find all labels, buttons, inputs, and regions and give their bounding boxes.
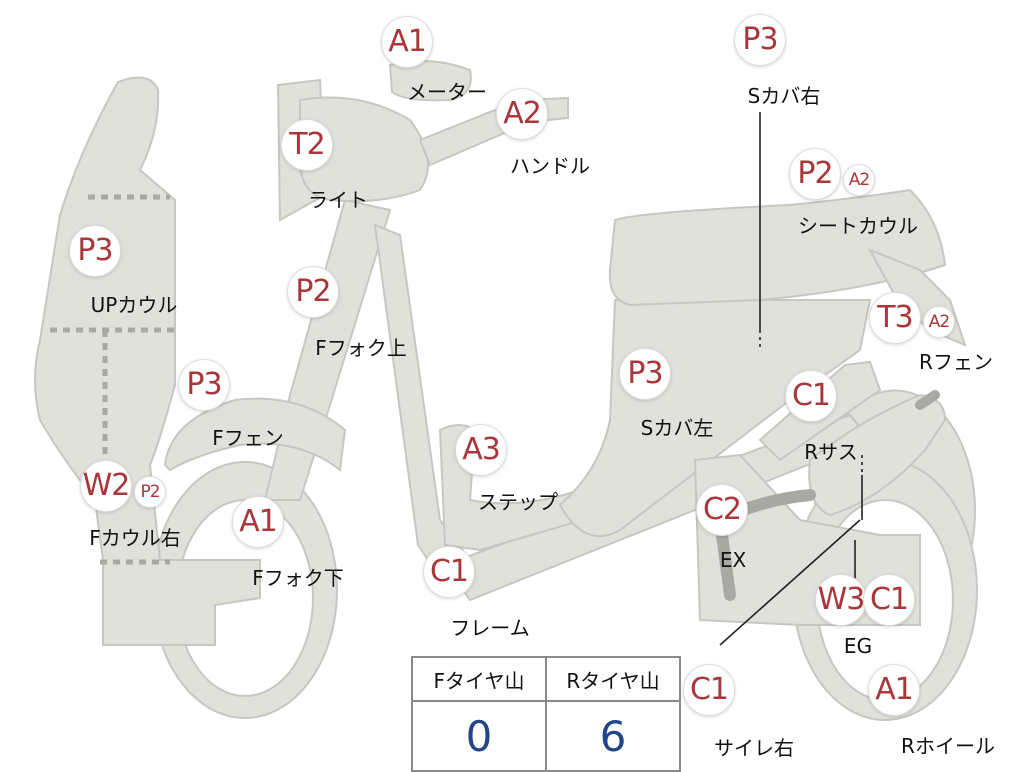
grade-badge-muffler-right: C1 [684,665,734,715]
part-label-r-suspension: Rサス [804,440,858,464]
part-label-light: ライト [308,188,368,212]
front-fender-shape [163,397,347,472]
part-label-s-cover-right: Sカバ右 [747,84,821,108]
part-label-f-fender: Fフェン [212,426,284,450]
grade-badge-s-cover-right: P3 [735,15,785,65]
grade-badge-engine: W3 [816,575,866,625]
grade-badge-meter: A1 [382,17,432,67]
part-label-r-wheel: Rホイール [901,734,995,758]
part-label-f-fork-lower: Fフォク下 [252,566,344,590]
part-label-seat-cowl: シートカウル [798,214,918,238]
grade-badge-f-cowl-right: W2 [81,461,131,511]
part-label-step: ステップ [478,490,558,514]
grade-badge-handle: A2 [497,89,547,139]
grade-badge-f-fender: P3 [179,360,229,410]
tire-value-rear: 6 [545,700,681,772]
grade-badge-step: A3 [456,425,506,475]
front-cowl-shape [34,76,261,646]
grade-badge-exhaust: C2 [697,485,747,535]
part-label-frame: フレーム [450,616,530,640]
grade-badge-f-fork-upper: P2 [288,267,338,317]
grade-badge-f-cowl-right-2: P2 [135,477,165,507]
part-label-engine: EG [843,634,873,658]
muffler-end-shape [915,390,940,410]
tire-tread-table: Fタイヤ山 Rタイヤ山 0 6 [411,656,681,772]
grade-badge-light: T2 [282,120,332,170]
leader-muffler-right [719,519,861,646]
part-label-handle: ハンドル [510,154,590,178]
grade-badge-f-fork-lower: A1 [233,497,283,547]
grade-badge-r-wheel: A1 [869,665,919,715]
part-label-muffler-right: サイレ右 [714,736,794,760]
seat-shape [608,188,947,307]
grade-badge-engine-2: C1 [864,575,914,625]
grade-badge-frame: C1 [424,547,474,597]
grade-badge-s-cover-left: P3 [620,349,670,399]
tire-header-front: Fタイヤ山 [411,656,547,702]
grade-badge-seat-cowl-2: A2 [844,165,874,195]
part-label-f-fork-upper: Fフォク上 [315,336,407,360]
engine-block-shape [808,393,947,517]
head-cover-shape [299,96,429,203]
grade-badge-r-suspension: C1 [786,371,836,421]
grade-badge-seat-cowl: P2 [790,149,840,199]
grade-badge-r-fender-2: A2 [924,307,954,337]
grade-badge-r-fender: T3 [870,293,920,343]
part-label-r-fender: Rフェン [919,350,993,374]
part-label-f-cowl-right: Fカウル右 [89,526,181,550]
meter-shape [388,60,472,102]
part-label-s-cover-left: Sカバ左 [640,416,714,440]
tire-value-front: 0 [411,700,547,772]
grade-badge-up-cowl: P3 [70,226,120,276]
part-label-up-cowl: UPカウル [90,293,178,317]
part-label-meter: メーター [407,80,487,104]
part-label-exhaust: EX [719,548,747,572]
tire-header-rear: Rタイヤ山 [545,656,681,702]
